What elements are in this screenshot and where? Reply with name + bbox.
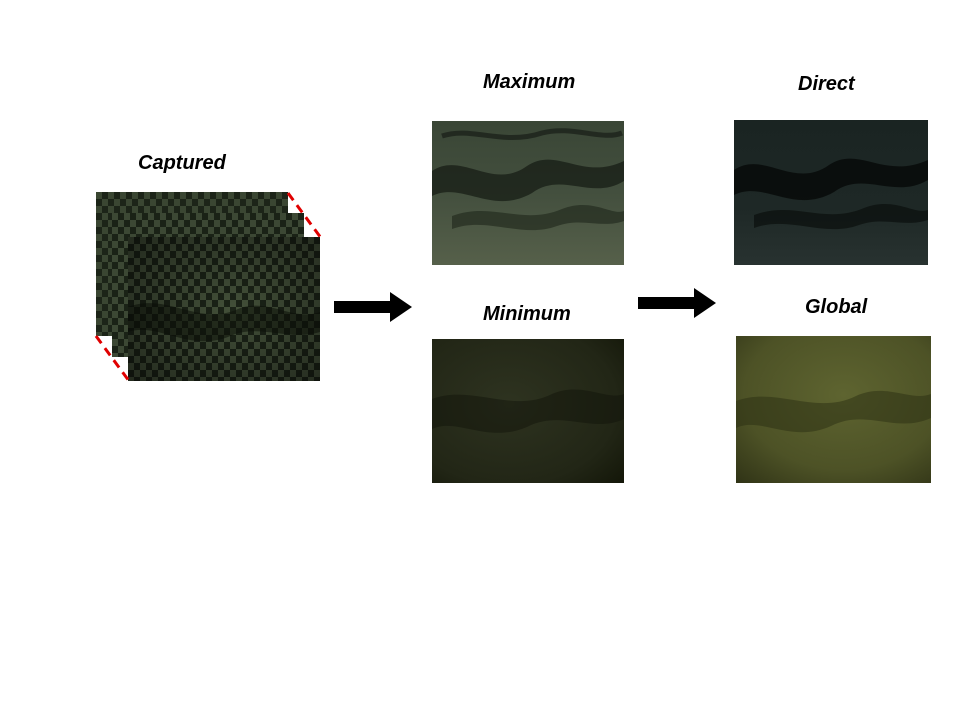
captured-stack-dash-top (286, 192, 323, 239)
maximum-image (432, 121, 624, 265)
captured-label: Captured (138, 152, 226, 174)
direct-label: Direct (798, 73, 855, 95)
direct-image (734, 120, 928, 265)
captured-frame-front (128, 237, 320, 381)
arrow-right-icon (334, 292, 412, 322)
arrow-right-icon (638, 288, 716, 318)
minimum-label: Minimum (483, 303, 571, 325)
global-image (736, 336, 931, 483)
captured-stack-dash-bottom (94, 335, 131, 382)
minimum-image (432, 339, 624, 483)
maximum-label: Maximum (483, 71, 576, 93)
global-label: Global (805, 296, 868, 318)
